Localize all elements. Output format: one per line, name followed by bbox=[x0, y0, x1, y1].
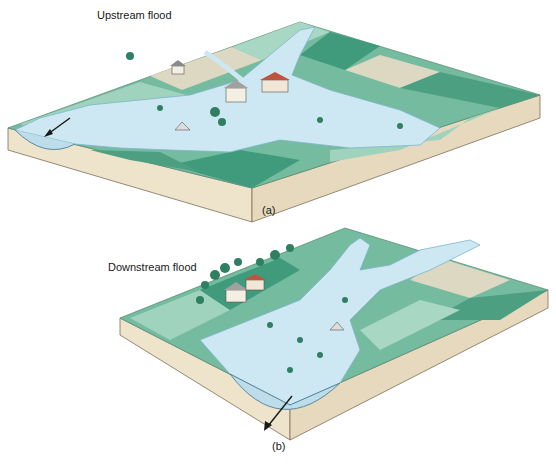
downstream-fields-part bbox=[200, 258, 300, 310]
upstream-buildings-part bbox=[170, 60, 186, 66]
upstream-buildings-part bbox=[262, 80, 288, 92]
downstream-trees-part bbox=[196, 296, 204, 304]
downstream-buildings-part bbox=[330, 322, 344, 330]
panel-title: Downstream flood bbox=[108, 261, 197, 274]
upstream-buildings-part bbox=[175, 122, 190, 130]
upstream-block bbox=[8, 22, 540, 222]
upstream-trees bbox=[126, 52, 403, 129]
upstream-floodwater-part bbox=[44, 129, 53, 137]
downstream-trees-part bbox=[267, 322, 273, 328]
downstream-buildings-part bbox=[226, 290, 246, 302]
downstream-trees-part bbox=[287, 367, 293, 373]
upstream-block-part bbox=[8, 22, 540, 188]
downstream-trees-part bbox=[220, 263, 230, 273]
downstream-trees-part bbox=[210, 270, 220, 280]
downstream-buildings-part bbox=[246, 280, 264, 290]
upstream-fields-part bbox=[300, 32, 380, 70]
upstream-floodwater-part bbox=[15, 130, 75, 150]
downstream-block-part bbox=[120, 228, 548, 405]
downstream-trees-part bbox=[317, 352, 323, 358]
upstream-trees-part bbox=[317, 117, 323, 123]
upstream-fields-part bbox=[400, 72, 540, 108]
downstream-trees bbox=[196, 244, 348, 373]
panel-title: Upstream flood bbox=[97, 9, 172, 22]
upstream-floodwater-part bbox=[205, 52, 242, 80]
upstream-trees-part bbox=[210, 107, 220, 117]
upstream-trees-part bbox=[126, 52, 134, 60]
downstream-trees-part bbox=[256, 258, 264, 266]
downstream-buildings-part bbox=[224, 282, 248, 290]
upstream-trees-part bbox=[157, 105, 163, 111]
downstream-buildings bbox=[224, 274, 344, 330]
downstream-trees-part bbox=[342, 297, 348, 303]
downstream-trees-part bbox=[234, 258, 242, 266]
downstream-floodwater-part bbox=[264, 421, 272, 431]
downstream-trees-part bbox=[297, 337, 303, 343]
upstream-buildings-part bbox=[260, 72, 290, 80]
upstream-buildings bbox=[170, 60, 290, 130]
downstream-trees-part bbox=[201, 281, 209, 289]
downstream-trees-part bbox=[270, 250, 280, 260]
upstream-floodwater bbox=[15, 27, 440, 152]
panel-letter: (a) bbox=[262, 204, 275, 217]
upstream-trees-part bbox=[397, 123, 403, 129]
downstream-buildings-part bbox=[244, 274, 266, 280]
downstream-fields-part bbox=[360, 300, 460, 350]
upstream-trees-part bbox=[218, 118, 226, 126]
downstream-floodwater bbox=[200, 238, 480, 431]
upstream-floodwater-part bbox=[15, 27, 440, 152]
downstream-floodwater-part bbox=[268, 396, 292, 426]
upstream-buildings-part bbox=[224, 80, 248, 88]
upstream-fields-part bbox=[90, 150, 200, 172]
upstream-buildings-part bbox=[172, 66, 184, 74]
upstream-buildings-part bbox=[226, 88, 246, 102]
downstream-block bbox=[120, 228, 548, 440]
downstream-trees-part bbox=[286, 244, 294, 252]
panel-letter: (b) bbox=[272, 440, 285, 453]
